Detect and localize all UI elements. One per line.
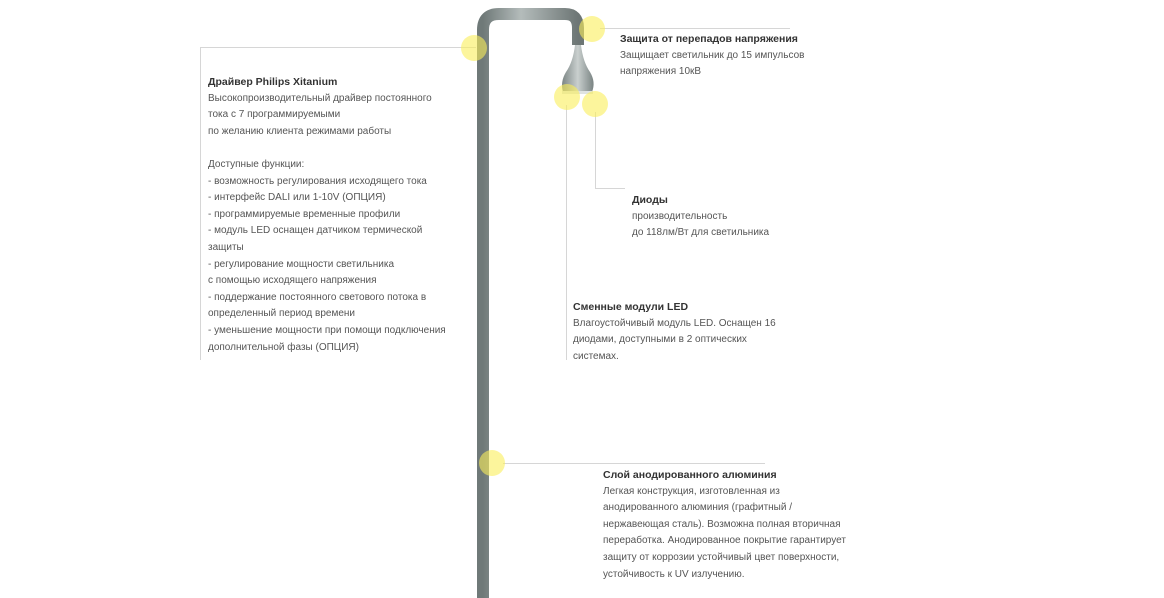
hotspot-driver[interactable] — [461, 35, 487, 61]
callout-title: Драйвер Philips Xitanium — [208, 76, 338, 88]
callout-title: Слой анодированного алюминия — [603, 469, 777, 481]
callout-text: Высокопроизводительный драйвер постоянно… — [208, 92, 446, 353]
hotspot-diodes[interactable] — [582, 91, 608, 117]
callout-text: Легкая конструкция, изготовленная из ано… — [603, 485, 846, 580]
callout-text: Защищает светильник до 15 импульсов напр… — [620, 49, 805, 78]
callout-surge: Защита от перепадов напряжения Защищает … — [620, 31, 830, 81]
callout-driver: Драйвер Philips Xitanium Высокопроизводи… — [208, 74, 468, 356]
callout-aluminium: Слой анодированного алюминия Легкая конс… — [603, 467, 873, 583]
hotspot-surge[interactable] — [579, 16, 605, 42]
callout-text: Влагоустойчивый модуль LED. Оснащен 16 д… — [573, 317, 776, 361]
callout-diodes: Диоды производительность до 118лм/Вт для… — [632, 192, 832, 242]
hotspot-modules[interactable] — [554, 84, 580, 110]
callout-title: Защита от перепадов напряжения — [620, 33, 798, 45]
callout-title: Диоды — [632, 194, 668, 206]
hotspot-aluminium[interactable] — [479, 450, 505, 476]
callout-modules: Сменные модули LED Влагоустойчивый модул… — [573, 299, 793, 361]
callout-title: Сменные модули LED — [573, 301, 689, 313]
callout-text: производительность до 118лм/Вт для свети… — [632, 210, 770, 239]
